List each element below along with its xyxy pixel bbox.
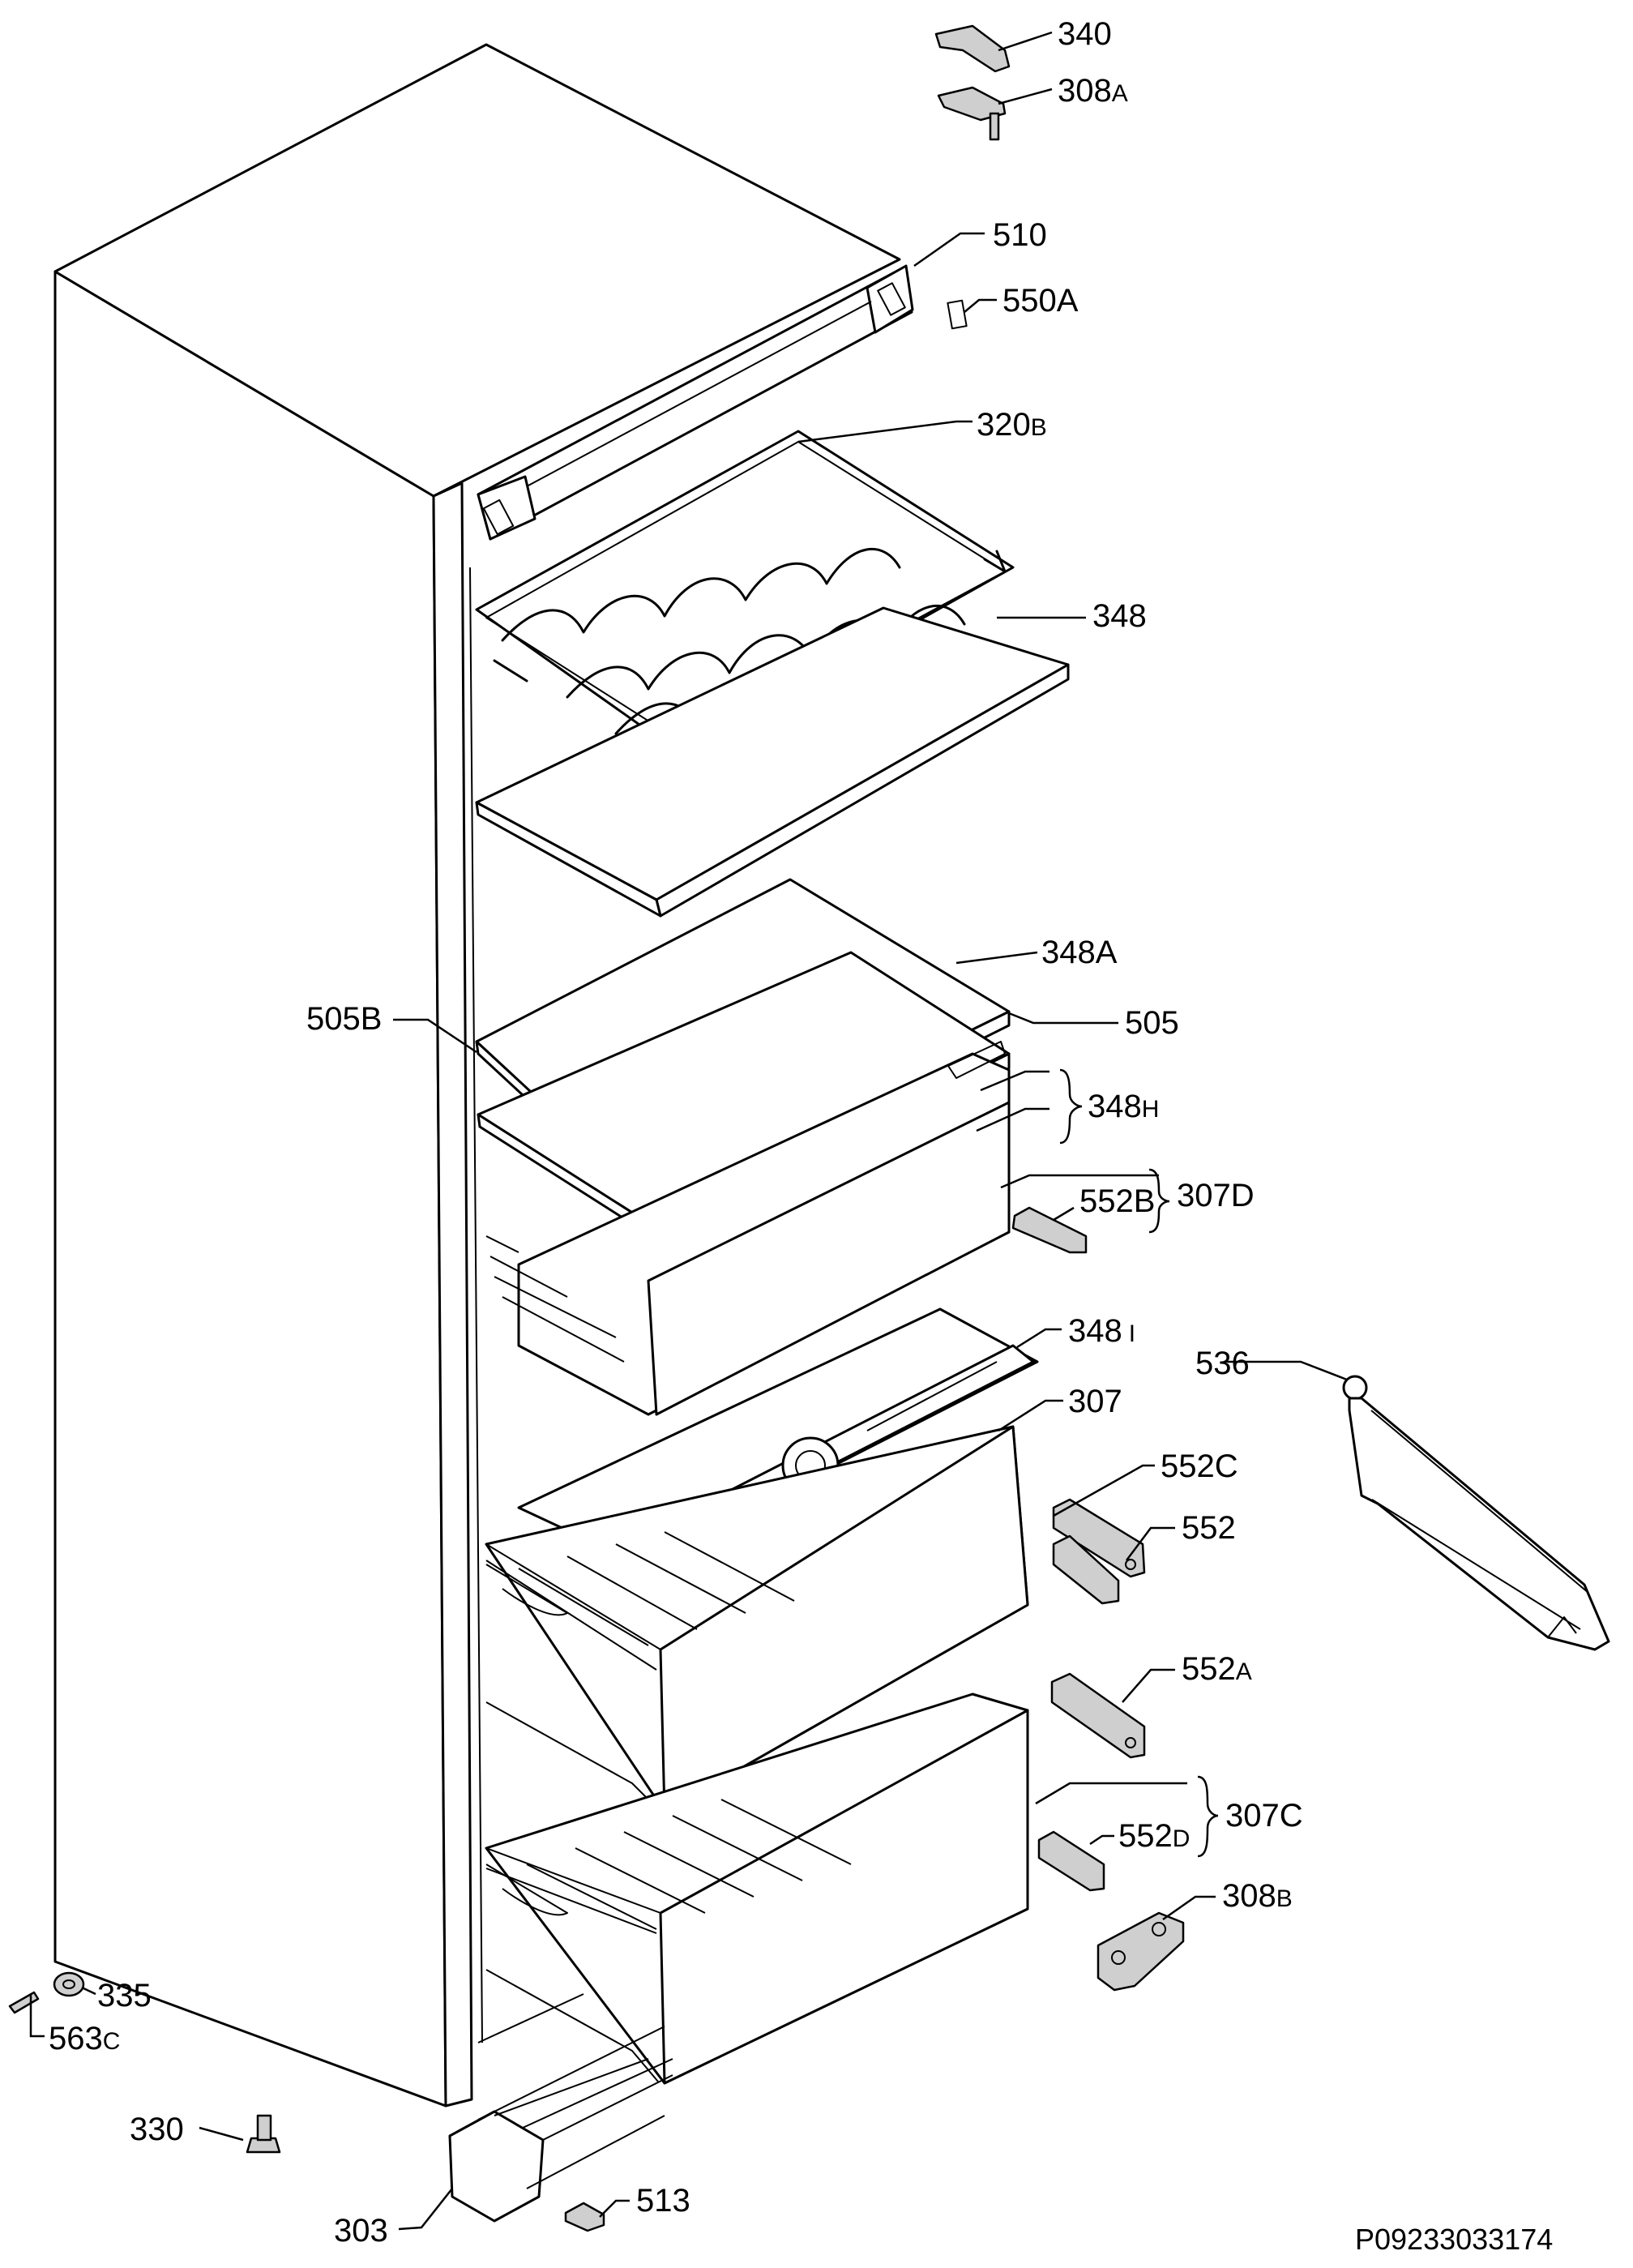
pin-563c [8,1991,40,2014]
label-513: 513 [636,2183,690,2219]
label-303: 303 [334,2213,388,2249]
label-563c: 563C [49,2021,120,2056]
glass-shelf-348 [475,606,1070,918]
plinth-303 [448,2026,673,2223]
leader-lines [29,31,1348,2231]
rail-552d-part [1037,1830,1105,1892]
label-307c: 307C [1225,1798,1303,1834]
label-510: 510 [993,217,1047,253]
clip-513 [564,2202,605,2232]
control-panel-510 [477,264,914,541]
label-348a: 348A [1041,935,1118,970]
chiller-box-307d [485,1041,1011,1416]
label-330: 330 [130,2112,184,2147]
hinge-cover-340 [934,24,1011,73]
label-552c: 552C [1161,1449,1238,1484]
label-550a: 550A [1002,283,1079,319]
label-308a: 308A [1058,73,1128,109]
label-552a: 552A [1182,1651,1252,1687]
label-307d: 307D [1177,1178,1255,1213]
rail-552b-part [1011,1206,1088,1254]
hinge-308b [1097,1911,1185,1992]
label-505: 505 [1125,1005,1179,1041]
spacer-335 [53,1971,85,1997]
cabinet-body [53,43,901,2108]
label-550a-part [947,299,968,330]
label-340: 340 [1058,16,1112,52]
label-320b: 320B [977,407,1047,443]
foot-330 [246,2114,281,2154]
label-308b: 308B [1222,1878,1293,1914]
label-335: 335 [97,1978,152,2013]
rail-552a-part [1050,1672,1146,1759]
drawer-307 [485,1425,1029,1813]
label-348: 348 [1092,598,1147,634]
label-348h: 348H [1088,1089,1159,1124]
drawer-307c [485,1692,1029,2085]
door-bin-536 [1342,1375,1610,1651]
rails-552-552c [1052,1498,1146,1605]
hinge-308a [937,86,1007,141]
label-505b: 505B [306,1001,382,1037]
label-552b: 552B [1079,1183,1155,1219]
label-552: 552 [1182,1510,1236,1546]
label-307: 307 [1068,1384,1122,1419]
label-552d: 552D [1118,1818,1190,1854]
part-labels: 340 308A 510 550A 320B 348 348A 505B 505… [49,16,1553,2256]
label-536: 536 [1195,1346,1250,1381]
drawing-code: P09233033174 [1355,2223,1553,2256]
